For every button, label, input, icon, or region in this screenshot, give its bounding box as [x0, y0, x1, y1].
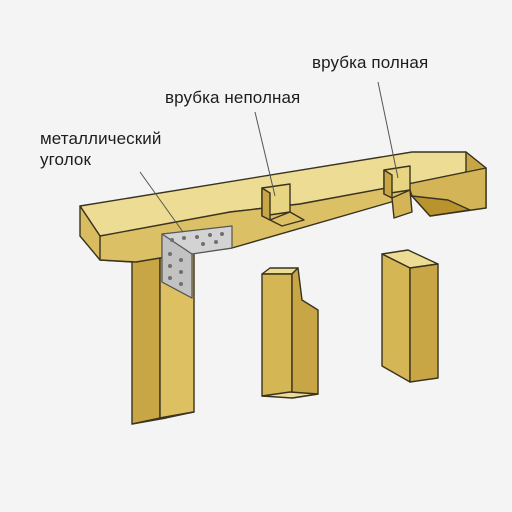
metal-angle-label-line2: уголок	[40, 150, 92, 169]
full-notch	[383, 165, 413, 219]
partial-notch-label: врубка неполная	[165, 88, 301, 107]
partial-notch	[261, 183, 305, 227]
metal-angle-label-line1: металлический	[40, 129, 162, 148]
partial-notch-leader	[254, 111, 276, 197]
bracket-holes	[168, 232, 224, 286]
angle-leader	[139, 171, 184, 233]
middle-stud	[261, 267, 319, 399]
metal-angle-label: металлический уголок	[40, 128, 162, 170]
full-notch-leader	[377, 81, 399, 179]
full-notch-label: врубка полная	[312, 53, 429, 72]
metal-angle-bracket	[161, 225, 233, 299]
leader-lines	[139, 81, 399, 233]
right-stud	[381, 249, 439, 383]
